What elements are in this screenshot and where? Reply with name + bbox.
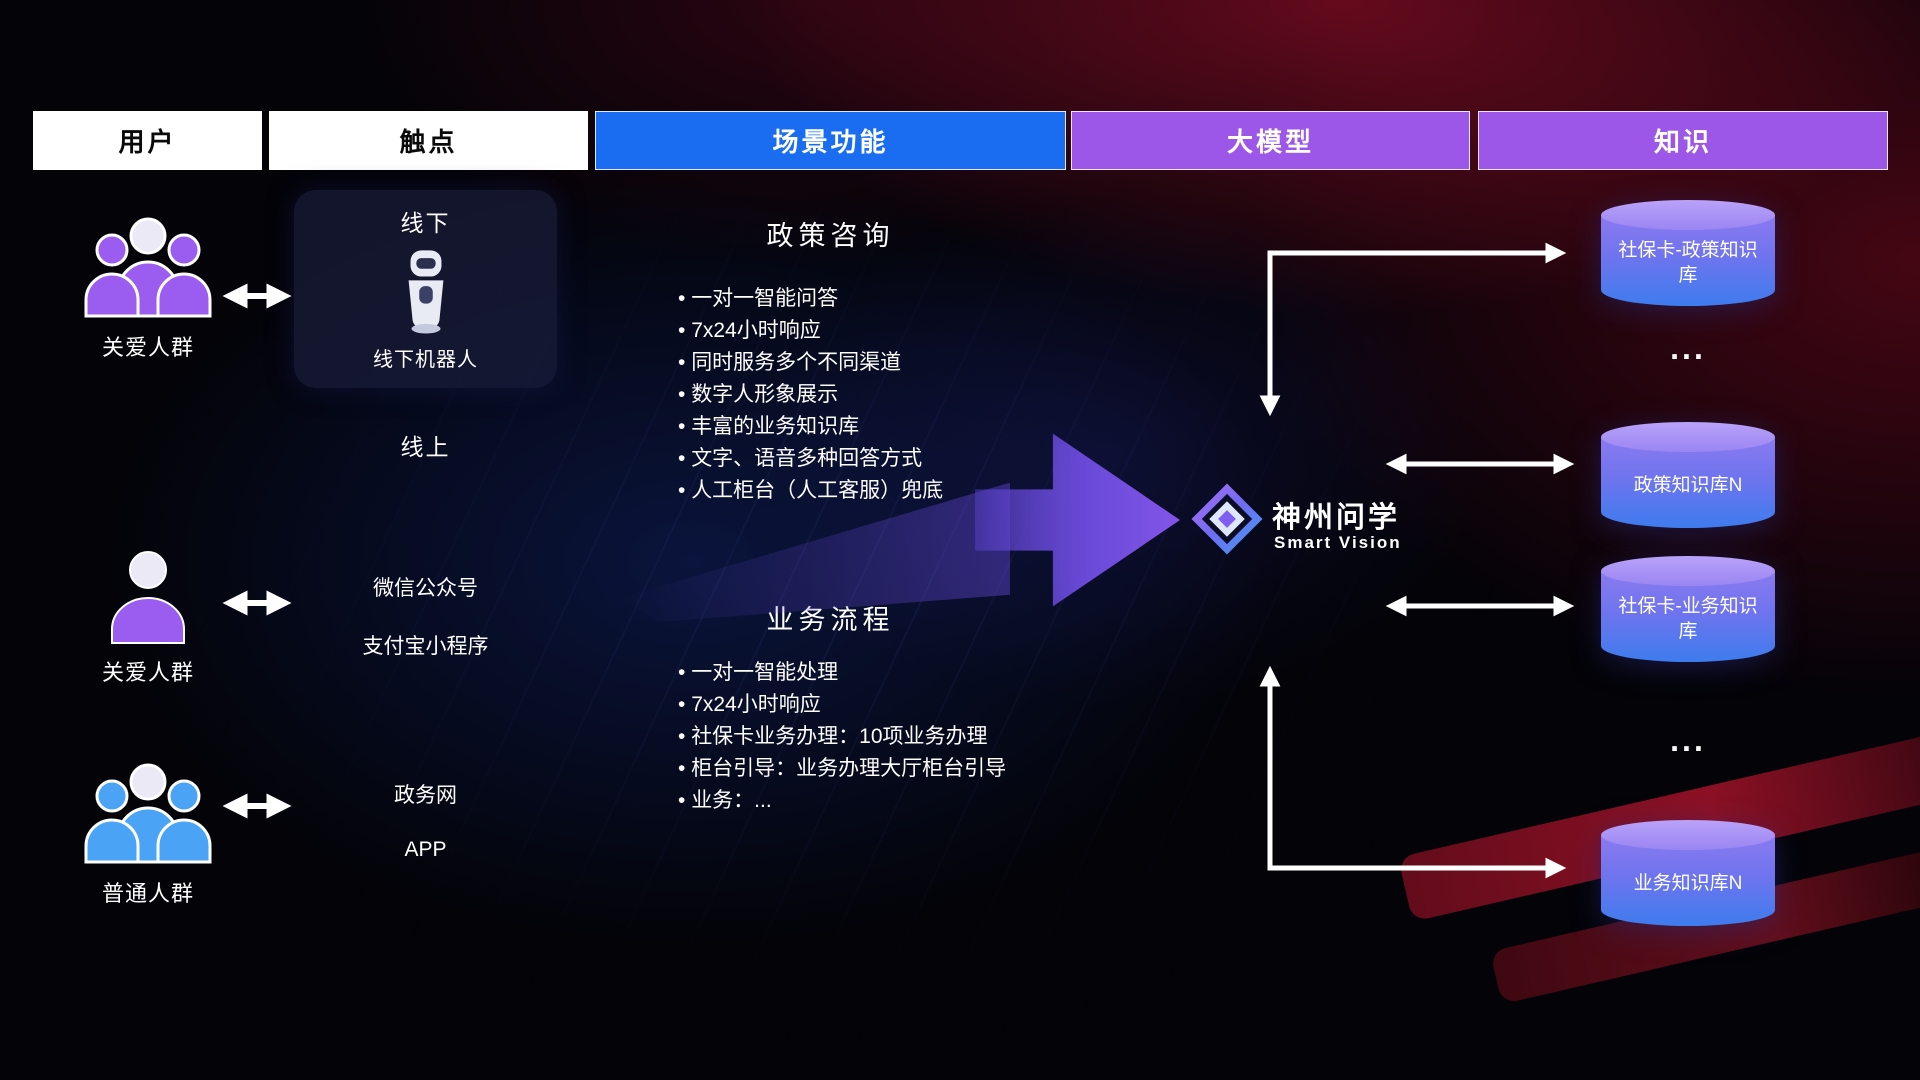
database-cylinder-top (1601, 422, 1775, 452)
user-group-label: 关爱人群 (101, 660, 194, 685)
scenario-policy-title: 政策咨询 (766, 221, 895, 251)
touchpoint-gov-web: 政务网 (394, 784, 457, 807)
database-cylinder (1601, 835, 1775, 926)
list-item: 7x24小时响应 (678, 694, 1006, 716)
column-header-users: 用户 (33, 111, 262, 170)
list-item: 一对一智能处理 (678, 662, 1006, 684)
online-title: 线上 (400, 434, 451, 460)
offline-robot-caption: 线下机器人 (373, 349, 478, 371)
knowledge-db-policy-ssc: 社保卡-政策知识库 (1601, 200, 1775, 306)
user-group-care-2: 关爱人群 (100, 545, 196, 687)
list-item: 文字、语音多种回答方式 (678, 448, 943, 470)
person-icon (111, 551, 185, 644)
database-cylinder-top (1601, 200, 1775, 230)
list-item: 人工柜台（人工客服）兜底 (678, 480, 943, 502)
database-label: 社保卡-政策知识库 (1618, 240, 1758, 286)
list-item: 丰富的业务知识库 (678, 416, 943, 438)
database-label: 业务知识库N (1633, 872, 1743, 894)
list-item: 柜台引导：业务办理大厅柜台引导 (678, 758, 1006, 780)
brand-diamond-icon (1191, 483, 1263, 555)
ellipsis-more-policy: ... (1670, 330, 1706, 366)
offline-touchpoint-card: 线下 线下机器人 (294, 190, 557, 388)
scenario-business-title: 业务流程 (766, 605, 895, 635)
knowledge-db-business-n: 业务知识库N (1601, 820, 1775, 926)
column-header-scenarios: 场景功能 (595, 111, 1066, 170)
robot-icon (408, 249, 443, 334)
list-item: 同时服务多个不同渠道 (678, 352, 943, 374)
scenario-business-list: 一对一智能处理 7x24小时响应 社保卡业务办理：10项业务办理 柜台引导：业务… (678, 662, 1006, 822)
database-cylinder-top (1601, 820, 1775, 850)
list-item: 数字人形象展示 (678, 384, 943, 406)
offline-title: 线下 (400, 210, 451, 236)
touchpoint-alipay: 支付宝小程序 (362, 635, 489, 658)
database-label: 政策知识库N (1633, 474, 1743, 496)
user-group-care-1: 关爱人群 (78, 210, 218, 362)
database-cylinder (1601, 571, 1775, 662)
knowledge-db-business-ssc: 社保卡-业务知识库 (1601, 556, 1775, 662)
database-label: 社保卡-业务知识库 (1618, 596, 1758, 642)
list-item: 一对一智能问答 (678, 288, 943, 310)
list-item: 业务：... (678, 790, 1006, 812)
database-cylinder (1601, 215, 1775, 306)
people-group-icon (84, 763, 212, 864)
user-group-label: 普通人群 (101, 881, 194, 906)
database-cylinder (1601, 437, 1775, 528)
database-cylinder-top (1601, 556, 1775, 586)
brand-subtitle: Smart Vision (1274, 533, 1402, 552)
touchpoint-app: APP (404, 838, 447, 861)
brand-name: 神州问学 (1272, 502, 1401, 534)
column-header-knowledge: 知识 (1478, 111, 1888, 170)
column-header-model: 大模型 (1071, 111, 1470, 170)
list-item: 7x24小时响应 (678, 320, 943, 342)
user-group-general: 普通人群 (78, 756, 218, 908)
column-header-touchpoints: 触点 (269, 111, 588, 170)
touchpoint-wechat: 微信公众号 (373, 577, 478, 600)
people-group-icon (84, 217, 212, 318)
list-item: 社保卡业务办理：10项业务办理 (678, 726, 1006, 748)
knowledge-db-policy-n: 政策知识库N (1601, 422, 1775, 528)
scenario-policy-list: 一对一智能问答 7x24小时响应 同时服务多个不同渠道 数字人形象展示 丰富的业… (678, 288, 943, 512)
ellipsis-more-business: ... (1670, 722, 1706, 758)
user-group-label: 关爱人群 (101, 335, 194, 360)
